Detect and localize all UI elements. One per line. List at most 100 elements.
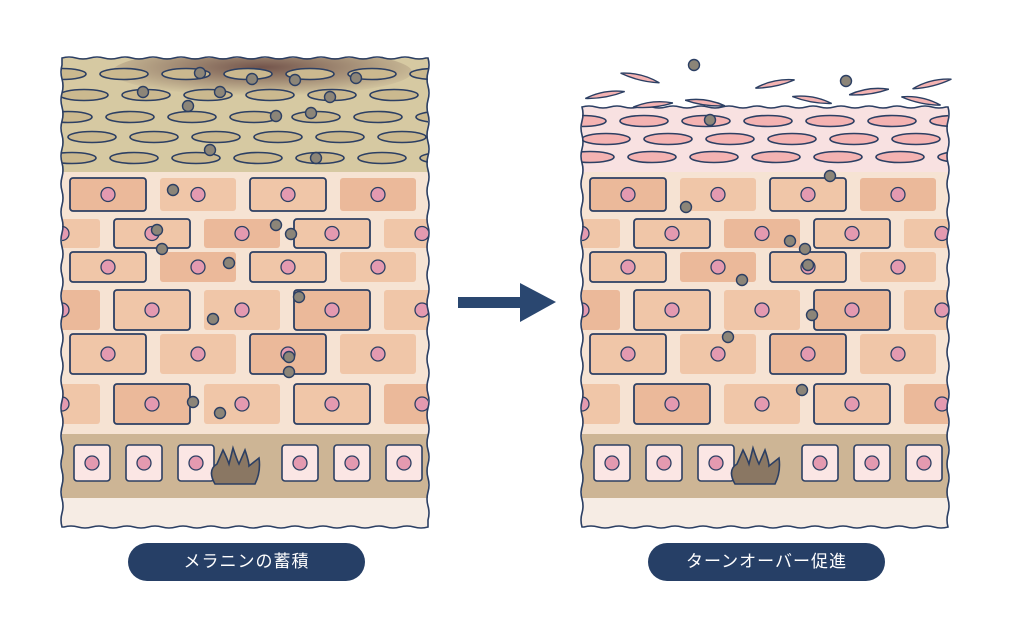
cell-nucleus (485, 397, 499, 411)
spinous-cell (454, 290, 530, 330)
melanin-granule (687, 58, 701, 72)
basal-nucleus (292, 455, 308, 471)
cell-nucleus (62, 225, 70, 242)
cell-nucleus (190, 346, 206, 362)
melanin-granule (186, 395, 200, 409)
melanin-granule (155, 242, 169, 256)
cell-nucleus (190, 259, 206, 275)
cell-nucleus (844, 396, 860, 412)
corneum-cell (415, 111, 428, 123)
corneum-cell (377, 130, 427, 144)
cell-nucleus (485, 227, 499, 241)
basal-nucleus (708, 455, 724, 471)
spinous-cell (904, 384, 948, 424)
cell-nucleus (981, 347, 995, 361)
corneum-cell (62, 67, 87, 81)
spinous-cell (994, 384, 1024, 424)
corneum-cell (813, 150, 863, 164)
cell-nucleus (531, 188, 545, 202)
cell-nucleus (664, 302, 680, 318)
cell-nucleus (234, 302, 250, 318)
corneum-cell (751, 150, 801, 164)
corneum-cell (315, 130, 365, 144)
cell-nucleus (551, 188, 565, 202)
melanin-granule (735, 273, 749, 287)
cell-nucleus (144, 302, 160, 318)
cell-nucleus (100, 186, 116, 203)
melanin-granule (245, 72, 259, 86)
cell-nucleus (414, 302, 428, 318)
cell-nucleus (934, 396, 948, 412)
melanin-granule (269, 218, 283, 232)
corneum-cell (409, 67, 428, 81)
corneum-cell (62, 110, 93, 124)
cell-nucleus (370, 186, 386, 203)
cell-nucleus (461, 188, 475, 202)
corneum-cell (767, 132, 817, 146)
cell-nucleus (754, 396, 770, 412)
corneum-cell (357, 151, 407, 165)
cell-nucleus (531, 260, 545, 274)
melanin-granule (309, 151, 323, 165)
cell-nucleus (62, 302, 70, 318)
spinous-cell (430, 252, 506, 282)
basal-nucleus (916, 455, 932, 471)
right-arrow-icon (458, 283, 556, 322)
corneum-cell (805, 114, 855, 128)
corneum-cell (875, 150, 925, 164)
spinous-cell (582, 290, 620, 330)
melanin-granule (721, 330, 735, 344)
corneum-cell (504, 152, 552, 163)
corneum-cell (705, 132, 755, 146)
melanin-granule (284, 227, 298, 241)
spinous-cell (0, 334, 56, 374)
cell-nucleus (800, 186, 816, 203)
melanin-granule (213, 85, 227, 99)
cell-nucleus (844, 225, 860, 242)
corneum-cell (419, 153, 428, 163)
corneum-cell (167, 110, 217, 124)
shedding-corneum-flake (684, 98, 726, 107)
cell-nucleus (981, 260, 995, 274)
spinous-cell (62, 290, 100, 330)
melanin-granule (206, 312, 220, 326)
melanin-granule (222, 256, 236, 270)
cell-nucleus (531, 347, 545, 361)
cell-nucleus (890, 259, 906, 275)
corneum-cell (62, 151, 97, 165)
shedding-corneum-flake (620, 72, 660, 84)
spinous-cell (62, 384, 100, 424)
melanin-granule (323, 90, 337, 104)
caption-melanin-accumulation: メラニンの蓄積 (128, 543, 365, 581)
cell-nucleus (11, 260, 25, 274)
right-layers (454, 107, 1024, 527)
cell-nucleus (370, 346, 386, 362)
cell-nucleus (324, 225, 340, 242)
cell-nucleus (890, 346, 906, 362)
melanin-granule (193, 66, 207, 80)
basal-nucleus (84, 455, 100, 471)
cell-nucleus (461, 347, 475, 361)
corneum-cell (129, 130, 179, 144)
melanin-granule (349, 71, 363, 85)
corneum-cell (643, 132, 693, 146)
corneum-cell (105, 110, 155, 124)
cell-nucleus (190, 186, 206, 203)
cell-nucleus (664, 225, 680, 242)
cell-nucleus (461, 260, 475, 274)
melanin-granule (798, 242, 812, 256)
melanin-granule (181, 99, 195, 113)
melanin-granule (288, 73, 302, 87)
cell-nucleus (934, 225, 948, 242)
corneum-cell (689, 150, 739, 164)
corneum-cell (0, 112, 30, 123)
cell-nucleus (505, 397, 519, 411)
shedding-corneum-flake (755, 78, 795, 89)
cell-nucleus (370, 259, 386, 275)
spinous-cell (0, 252, 56, 282)
corneum-cell (582, 132, 631, 146)
spinous-cell (994, 219, 1024, 248)
basal-nucleus (864, 455, 880, 471)
shedding-corneum-flake (632, 100, 674, 109)
